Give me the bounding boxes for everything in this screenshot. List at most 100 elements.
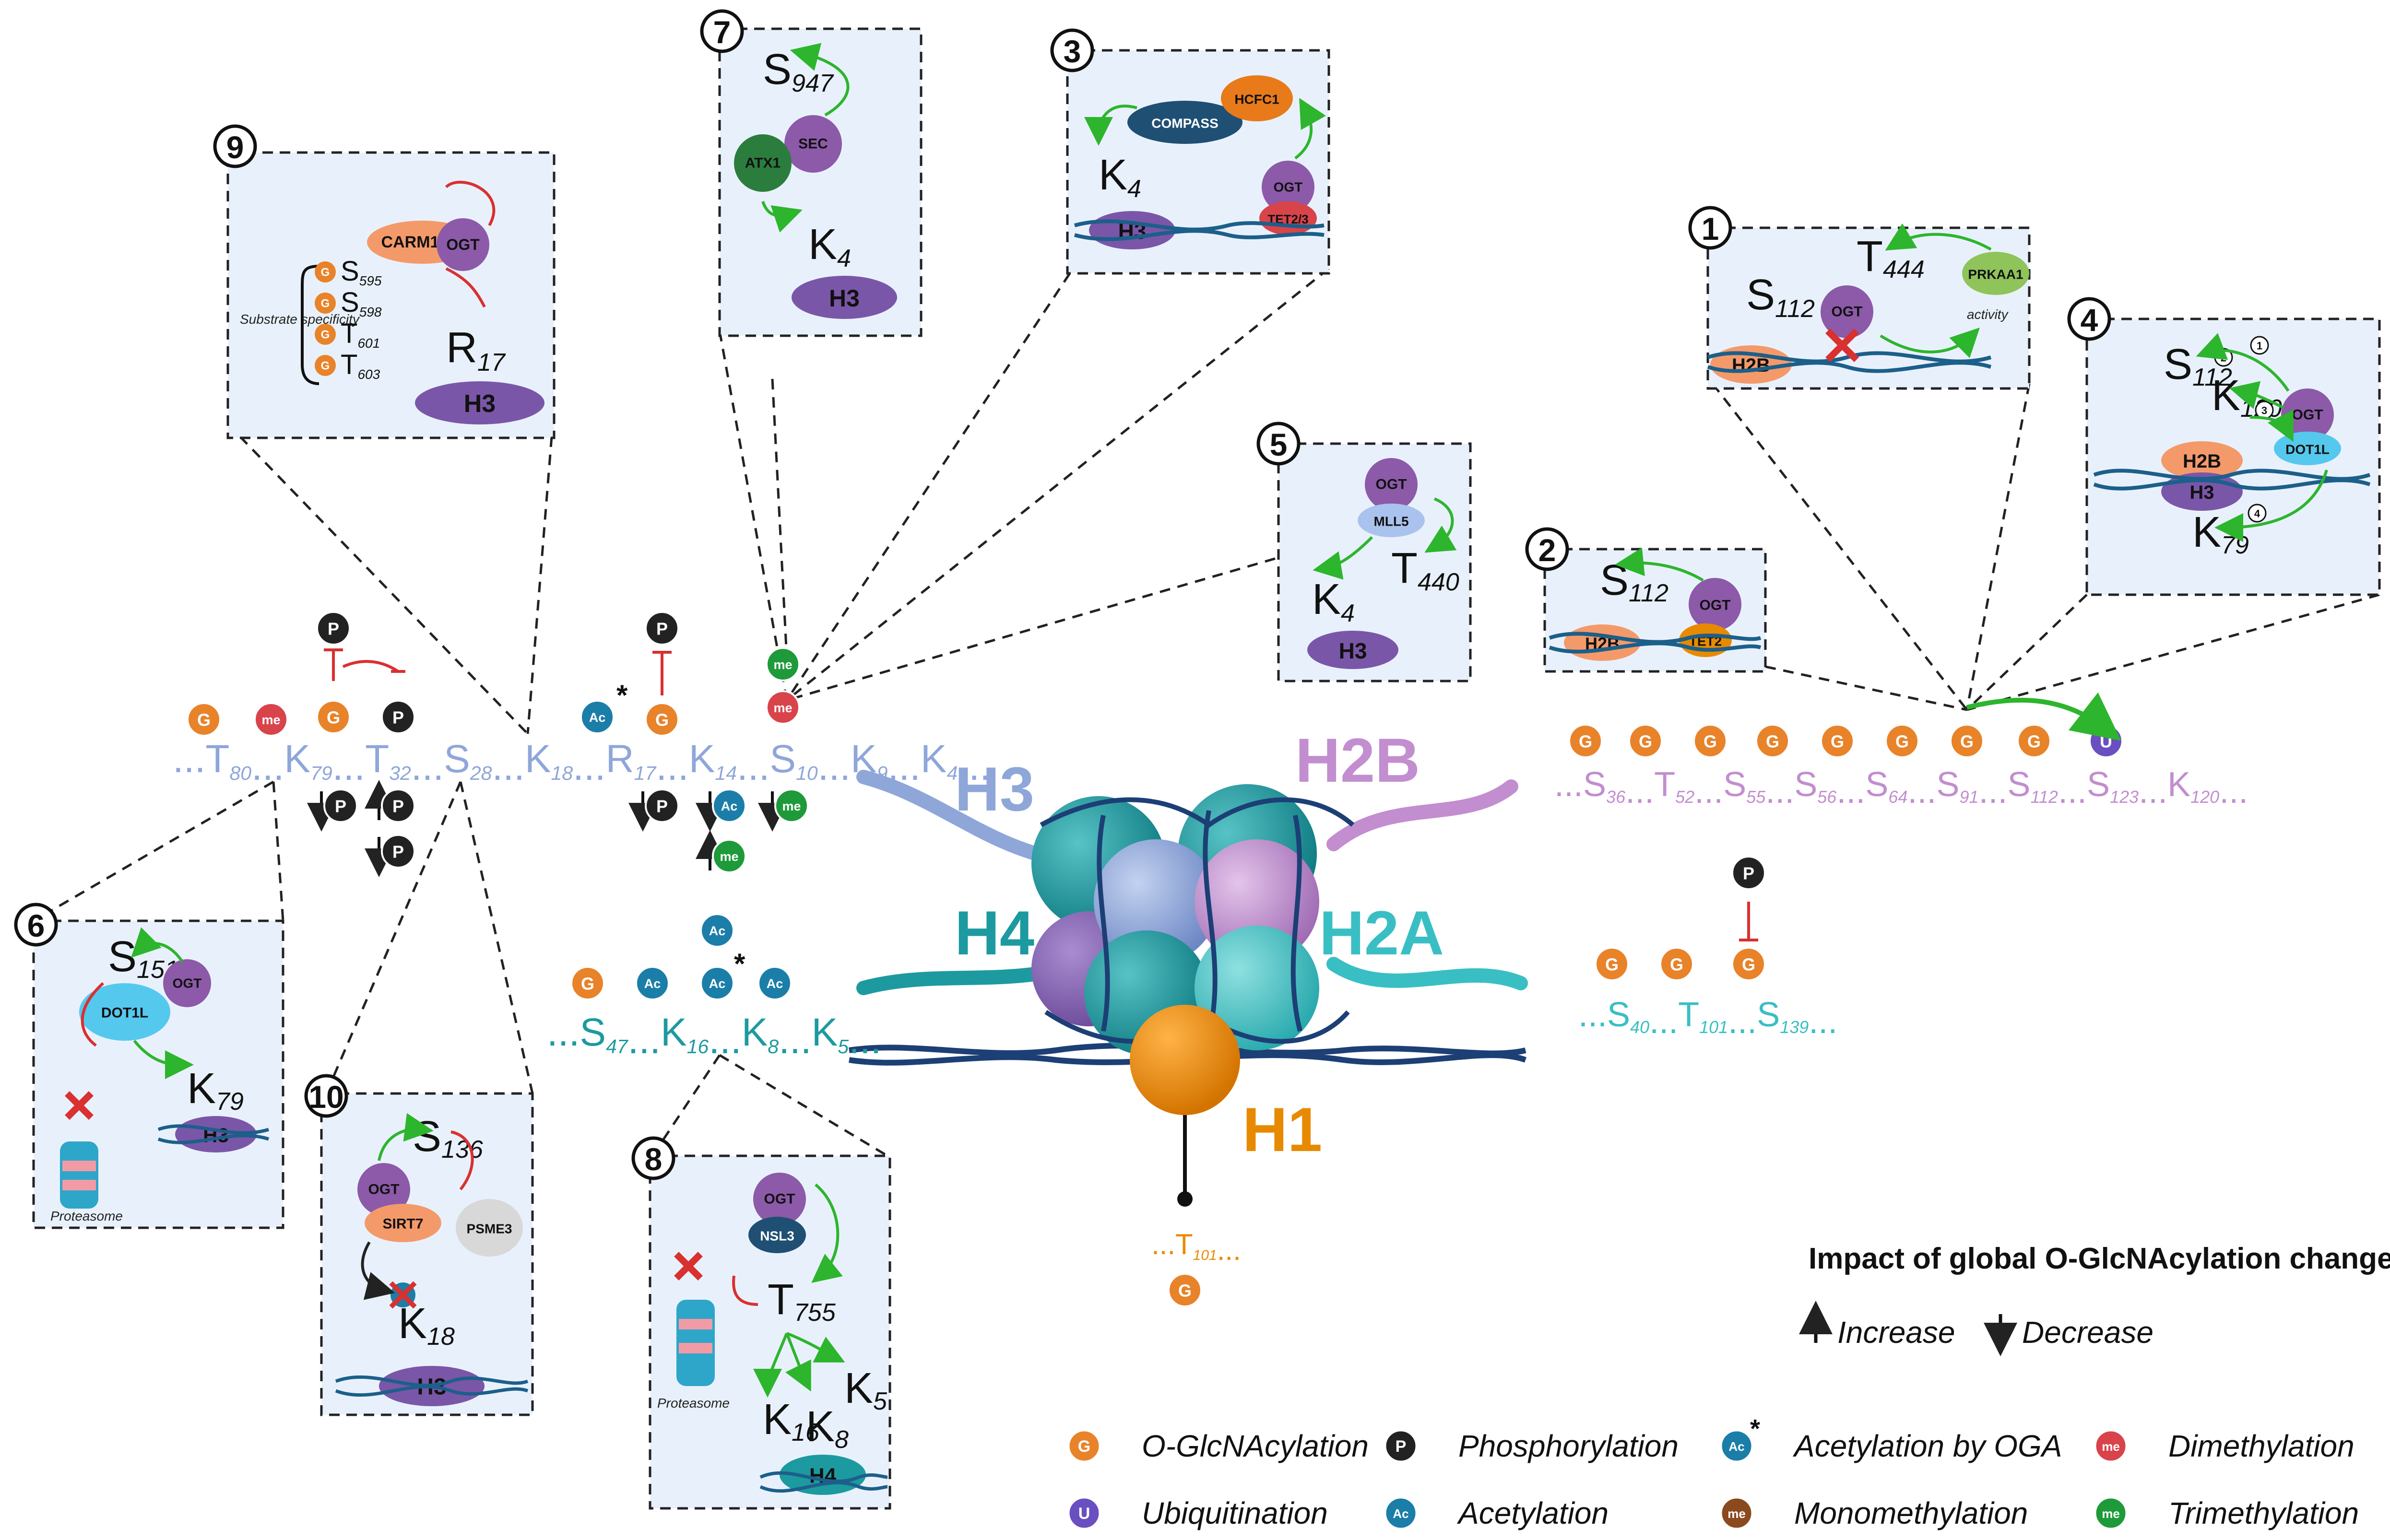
panel-2: 2 S112 H2B OGT TET2 <box>1525 527 1767 673</box>
badge-h4-k5-acetyl: Ac <box>757 966 792 1000</box>
svg-text:P: P <box>1396 1437 1407 1456</box>
svg-text:T603: T603 <box>341 349 380 382</box>
badge-h2a-s139-phospho: P <box>1731 856 1766 890</box>
panel-9-site-res: T <box>341 318 357 349</box>
svg-text:S112: S112 <box>1600 556 1668 607</box>
panel-9-number: 9 <box>226 129 244 165</box>
svg-text:G: G <box>1078 1437 1090 1456</box>
svg-text:G: G <box>1579 732 1592 752</box>
svg-text:me: me <box>773 658 792 672</box>
sequence-h1-text: ...T101... <box>1151 1228 1241 1266</box>
residue-sub-h3-0: 80 <box>229 762 251 784</box>
sequence-dots: ... <box>1151 1228 1175 1260</box>
panel-8-proteasome: Proteasome <box>657 1396 730 1411</box>
panel-3: 3 COMPASS HCFC1 OGT TET2/3 K4 H3 <box>1050 28 1330 275</box>
residue-sub-h3-5: 17 <box>634 762 657 784</box>
panel-3-number: 3 <box>1064 34 1081 69</box>
panel-4-s: S <box>2164 341 2192 388</box>
panel-1-t: T <box>1857 233 1883 281</box>
svg-text:G: G <box>1742 955 1755 975</box>
svg-text:S112: S112 <box>1746 271 1815 323</box>
panel-9-site-sub: 601 <box>357 336 380 351</box>
svg-text:Ac: Ac <box>1728 1439 1744 1454</box>
badge-h3-s10-glcnac: G <box>645 702 679 737</box>
svg-text:P: P <box>392 797 404 816</box>
panel-6-k-sub: 79 <box>216 1088 244 1116</box>
panel-9-carm1: CARM1 <box>381 233 439 251</box>
residue-h3-8: K <box>851 737 877 781</box>
panel-4-s-sub: 112 <box>2192 364 2232 391</box>
residue-h3-2: T <box>365 737 389 781</box>
histone-labels: H3 H2B H4 H2A H1 <box>955 725 1444 1164</box>
badge-h2b-glcnac-6: G <box>1950 724 1984 758</box>
panel-6-dot1l: DOT1L <box>101 1005 148 1021</box>
sequence-dots: ... <box>2219 772 2248 811</box>
panel-3-compass: COMPASS <box>1151 116 1219 131</box>
badge-h3-k14-acetyl-oga: Ac <box>580 700 615 734</box>
panel-9-spec: Substrate specificity <box>240 312 360 327</box>
svg-text:G: G <box>1639 732 1652 752</box>
residue-h2b-7: S <box>2087 765 2110 804</box>
svg-text:P: P <box>335 797 346 816</box>
nucleosome <box>849 770 1528 1207</box>
svg-text:S598: S598 <box>341 287 382 319</box>
panel-10: 10 S136 OGT SIRT7 PSME3 K18 H3 <box>304 1074 534 1416</box>
svg-text:G: G <box>321 360 330 373</box>
panel-8-k8: K <box>806 1403 835 1451</box>
panel-4-dot1l: DOT1L <box>2285 442 2330 457</box>
panel-10-k-sub: 18 <box>427 1323 455 1351</box>
panel-6-number: 6 <box>27 908 45 943</box>
panel-1: 1 S112 H2B OGT T444 PRKAA1 activity <box>1688 206 2031 390</box>
badge-impact-k9-ac: Ac <box>712 788 746 823</box>
impact-increase: Increase <box>1837 1315 1955 1350</box>
label-h4: H4 <box>955 898 1034 968</box>
residue-h3-1: K <box>284 737 310 781</box>
residue-sub-h4-1: 16 <box>687 1035 709 1058</box>
residue-sub-h2b-1: 52 <box>1675 787 1694 807</box>
panel-9-site-res: T <box>341 349 357 380</box>
sequence-dots: ... <box>1979 772 2008 811</box>
badge-h2b-glcnac-7: G <box>2017 724 2051 758</box>
panel-4-h3: H3 <box>2189 482 2214 503</box>
panel-7: 7 S947 SEC ATX1 K4 H3 <box>700 9 923 337</box>
svg-text:me: me <box>2102 1439 2120 1454</box>
panel-7-number: 7 <box>713 14 731 50</box>
residue-h3-3: S <box>444 737 470 781</box>
panel-6: 6 S1511 DOT1L OGT K79 H3 Proteasome <box>14 903 284 1229</box>
sequence-dots: ... <box>958 745 990 788</box>
panel-8-k8-sub: 8 <box>835 1426 849 1454</box>
label-h3: H3 <box>955 754 1034 824</box>
panel-9-ogt: OGT <box>446 236 480 253</box>
svg-text:*: * <box>1750 1414 1760 1443</box>
svg-text:P: P <box>392 708 404 728</box>
svg-text:Ac: Ac <box>1393 1506 1408 1521</box>
panel-9-site-3: G T603 <box>315 349 380 382</box>
residue-h2b-4: S <box>1865 765 1888 804</box>
sequence-dots: ... <box>1554 765 1583 804</box>
sequence-dots: ... <box>1728 1002 1757 1041</box>
svg-text:Ac: Ac <box>589 710 606 725</box>
sequence-h1: ...T101... <box>1151 1228 1241 1266</box>
svg-text:K4: K4 <box>1099 151 1141 203</box>
sequence-dots: ... <box>1809 1002 1837 1041</box>
panel-5-k-sub: 4 <box>1341 600 1355 627</box>
sequence-dots: ... <box>332 745 365 788</box>
panel-9-site-res: S <box>341 287 359 318</box>
panel-9: 9 CARM1 OGT H3 R17 Substrate specificity… <box>213 124 556 439</box>
panel-4-h2b: H2B <box>2183 451 2221 472</box>
residue-sub-h3-2: 32 <box>389 762 411 784</box>
svg-text:G: G <box>1605 955 1619 975</box>
residue-sub-h1-0: 101 <box>1193 1247 1217 1263</box>
panel-6-k: K <box>187 1065 216 1113</box>
residue-sub-h2b-8: 120 <box>2190 787 2219 807</box>
badge-h3-t32-glcnac: G <box>316 700 351 734</box>
residue-h2b-5: S <box>1936 765 1959 804</box>
residue-h4-0: S <box>580 1011 606 1054</box>
badge-h2b-glcnac-2: G <box>1693 724 1727 758</box>
svg-text:S595: S595 <box>341 256 382 288</box>
residue-sub-h3-8: 9 <box>877 762 888 784</box>
